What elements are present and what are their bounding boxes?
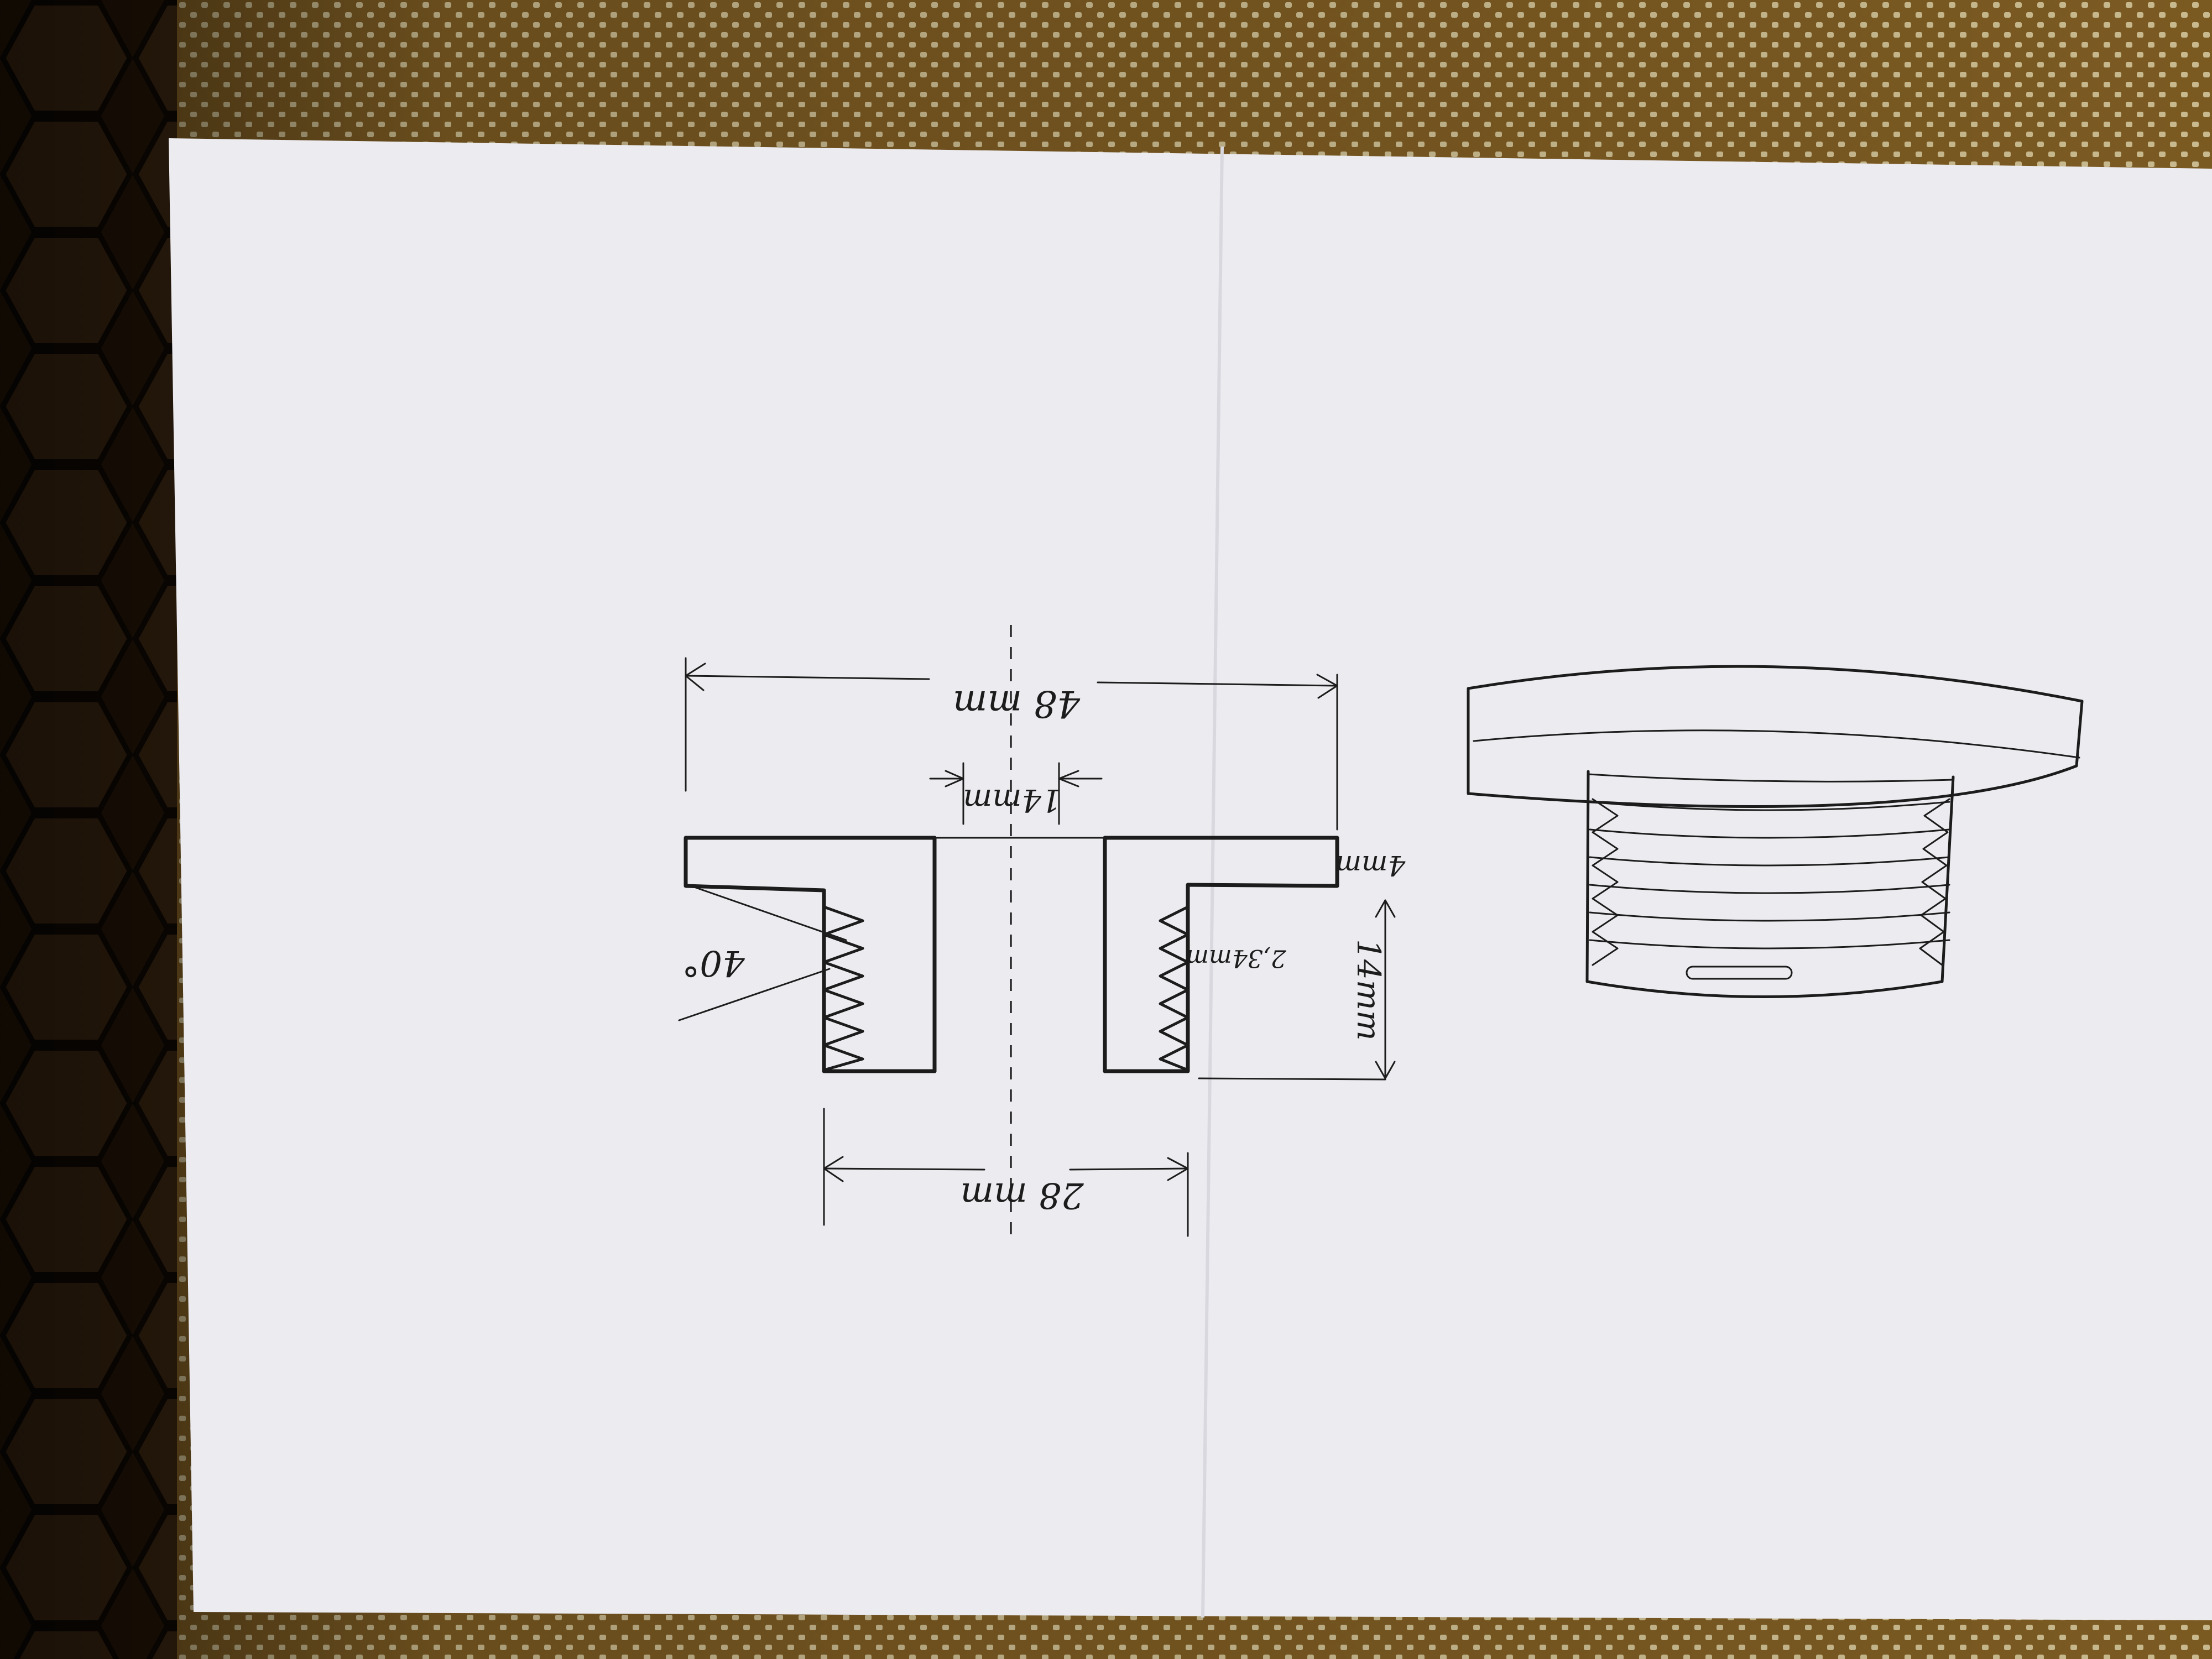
dim-line-28-left [823,1167,985,1171]
arrow-28-left [823,1156,844,1182]
dim-line-28-right [1069,1167,1189,1171]
paper-fold [1201,146,1224,1618]
thread-zigzag-left [822,905,864,1072]
arrow-28-right [1167,1157,1189,1181]
section-outline [684,836,1339,1073]
angle-line-lower [678,968,831,1021]
thread-ring [1589,884,1950,894]
thread-ring [1589,939,1950,950]
extension-thread-length [1198,1077,1386,1081]
thread-zigzag-left-3d [1592,798,1619,966]
label-thread-pitch: 2,34mm [1186,944,1286,972]
arrow-48-left [685,662,706,691]
arrow-48-right [1316,674,1338,699]
arrow-14-right [1058,770,1079,787]
arrow-thread-bottom [1375,1061,1396,1079]
cross-section-view: 48 mm 14mm 4mm 14mm 2,34mm 40° 28 mm [678,625,1406,1244]
body-side-left [1585,770,1590,983]
body-side-right [1940,775,1955,983]
arrow-thread-top [1375,899,1396,918]
dim-line-48-left [685,675,930,680]
label-bore-diameter: 14mm [963,782,1061,818]
bore-opening [1686,966,1793,980]
flange-edge [1473,729,2080,759]
label-overall-diameter: 48 mm [953,682,1081,725]
thread-ring [1589,856,1950,867]
paper-sheet [169,138,2212,1620]
body-bottom-rim [1585,980,1944,998]
thread-zigzag-right [1159,905,1190,1072]
label-thread-length: 14mm [1350,939,1387,1041]
flange-disc [1467,665,2084,808]
dim-line-48-right [1097,681,1338,687]
label-thread-diameter: 28 mm [960,1175,1084,1215]
perspective-view [1467,665,2084,998]
body-top-rim [1587,773,1954,782]
label-flange-thickness: 4mm [1335,849,1406,881]
thread-ring [1589,801,1950,811]
thread-ring [1589,911,1950,922]
label-thread-angle: 40° [682,942,745,983]
thread-rings [1589,801,1950,950]
angle-line-upper [695,886,847,941]
arrow-14-left [945,770,964,787]
thread-ring [1589,828,1950,839]
thread-zigzag-right-3d [1919,798,1950,966]
